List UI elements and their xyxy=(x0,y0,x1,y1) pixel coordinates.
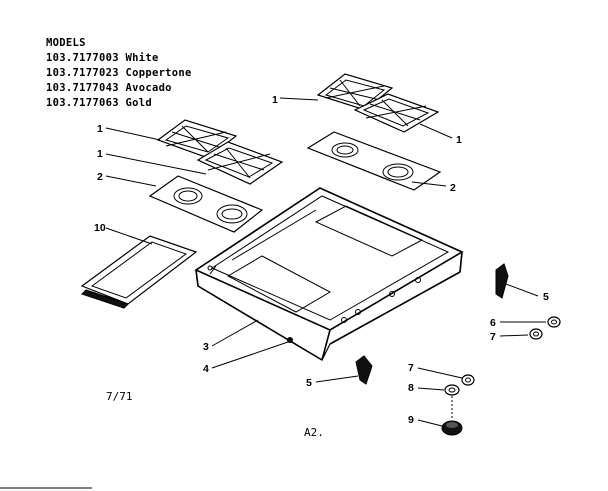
grommet-6 xyxy=(547,316,561,328)
callout-cover-panel: 10 xyxy=(94,222,106,234)
callout-grate-left-mid: 1 xyxy=(97,148,103,160)
callout-bracket-left: 5 xyxy=(306,377,312,389)
callout-grommet-a: 6 xyxy=(490,317,496,329)
model-line-coppertone: 103.7177023 Coppertone xyxy=(46,67,192,79)
callout-frame: 3 xyxy=(203,341,209,353)
models-list: MODELS 103.7177003 White 103.7177023 Cop… xyxy=(46,36,192,111)
callout-grate-left-top: 1 xyxy=(97,123,103,135)
callout-burner-pan-left: 2 xyxy=(97,171,103,183)
bracket-left xyxy=(355,355,373,385)
callout-screw: 4 xyxy=(203,363,209,375)
date-code: 7/71 xyxy=(106,390,133,403)
knob-ring-7 xyxy=(461,374,475,386)
grate-right-rear xyxy=(316,73,440,133)
callout-knob: 9 xyxy=(408,414,414,426)
callout-grommet-b: 7 xyxy=(490,331,496,343)
bracket-right xyxy=(495,263,509,299)
cover-panel xyxy=(80,235,198,309)
leader-lines xyxy=(105,97,546,427)
callout-bracket-right: 5 xyxy=(543,291,549,303)
callout-burner-pan-right: 2 xyxy=(450,182,456,194)
spacer-8 xyxy=(444,384,460,396)
models-heading: MODELS xyxy=(46,37,86,49)
callout-grate-right-top: 1 xyxy=(272,94,278,106)
main-frame xyxy=(194,187,464,361)
grommet-7 xyxy=(529,328,543,340)
model-line-gold: 103.7177063 Gold xyxy=(46,97,152,109)
model-line-white: 103.7177003 White xyxy=(46,52,159,64)
screw-4 xyxy=(287,337,293,343)
callout-spacer: 8 xyxy=(408,382,414,394)
knob-9 xyxy=(441,420,463,436)
model-line-avocado: 103.7177043 Avocado xyxy=(46,82,172,94)
callout-knob-ring: 7 xyxy=(408,362,414,374)
callout-grate-right-bottom: 1 xyxy=(456,134,462,146)
page-code: A2. xyxy=(304,426,324,439)
burner-pan-right xyxy=(306,131,442,191)
grate-left-front xyxy=(156,119,284,185)
burner-pan-left xyxy=(148,175,264,233)
